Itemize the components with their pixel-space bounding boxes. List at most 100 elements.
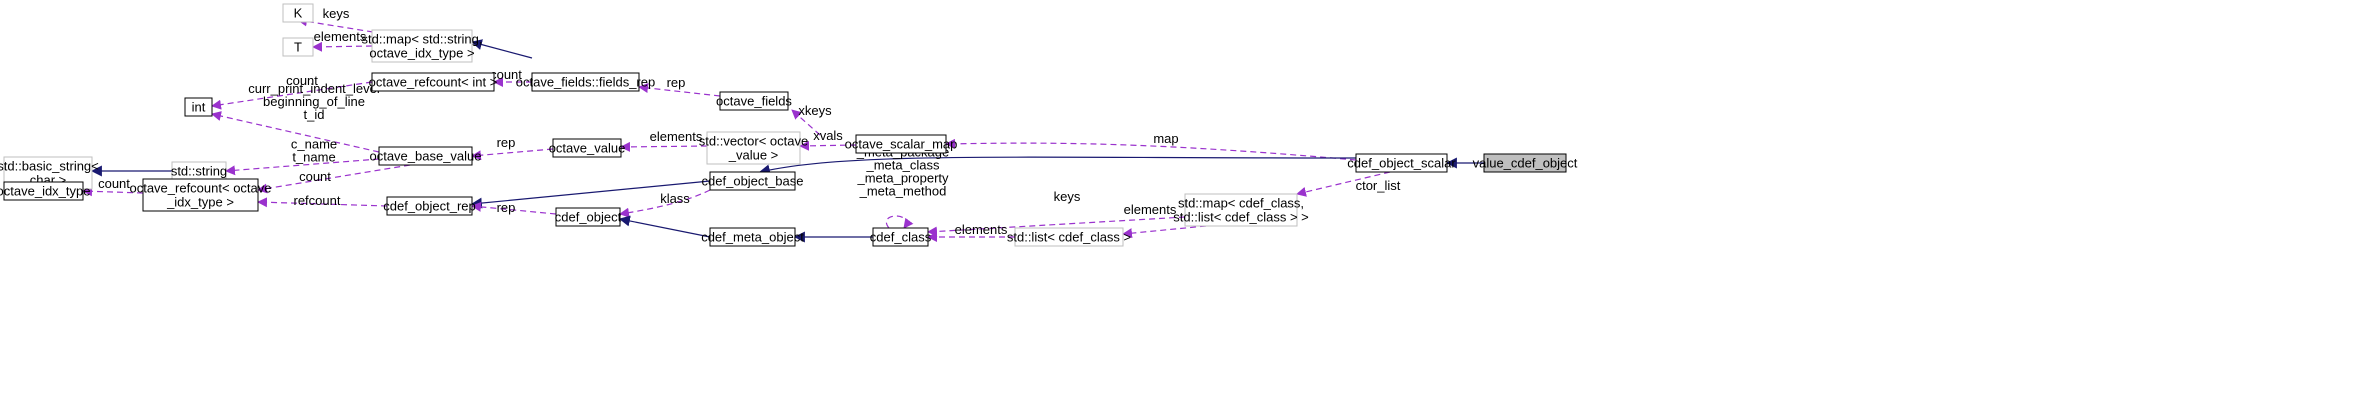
inheritance-edge-27 [758, 156, 1357, 176]
class-node-label: _value > [728, 148, 779, 163]
class-node-int[interactable]: int [184, 97, 213, 117]
class-node-list-cc[interactable]: std::list< cdef_class > [1007, 227, 1131, 247]
edge-label-keys-top: keys [323, 6, 350, 21]
class-node-label: cdef_object_base [702, 174, 804, 189]
class-node-cdef-object-base[interactable]: cdef_object_base [702, 171, 804, 191]
usage-edge-13 [257, 164, 411, 194]
class-node-cdef-meta-object[interactable]: cdef_meta_object [701, 227, 804, 247]
class-node-label: octave_refcount< octave [129, 181, 271, 196]
inheritance-edge-19 [618, 215, 711, 238]
class-node-map-cc[interactable]: std::map< cdef_class,std::list< cdef_cla… [1173, 193, 1309, 227]
edge-label-rep-fields: rep [667, 75, 686, 90]
class-node-label: std::string [171, 164, 227, 179]
inheritance-edge-2 [470, 39, 533, 59]
usage-edge-23 [1122, 225, 1207, 239]
edge-label-print-indent-1: beginning_of_line [263, 94, 365, 109]
usage-edge-14 [82, 186, 144, 197]
class-node-octave-scalar-map[interactable]: octave_scalar_map [845, 134, 958, 154]
class-node-label: std::map< std::string, [361, 32, 482, 47]
edge-label-rep-obj: rep [497, 200, 516, 215]
class-node-octave-idx-type[interactable]: octave_idx_type [0, 181, 90, 201]
usage-edge-11 [620, 141, 708, 152]
inheritance-edge-16 [470, 180, 711, 209]
usage-edge-22 [927, 216, 1186, 237]
class-node-vector-ov[interactable]: std::vector< octave_value > [699, 131, 808, 165]
class-node-octave-base-value[interactable]: octave_base_value [369, 146, 482, 166]
edge-label-meta-self-2: _meta_property [856, 171, 949, 186]
class-node-label: value_cdef_object [1473, 156, 1578, 171]
edge-label-count-refint: count [286, 73, 318, 88]
edge-label-elements-map: elements [1124, 202, 1177, 217]
edge-label-names-1: t_name [292, 150, 335, 165]
class-node-cdef-object-scalar[interactable]: cdef_object_scalar [1347, 153, 1456, 173]
usage-edge-6 [791, 109, 821, 136]
edge-label-print-indent-2: t_id [304, 107, 325, 122]
edge-label-elements-top: elements [314, 29, 367, 44]
class-node-label: _idx_type > [166, 195, 234, 210]
usage-edge-24 [885, 215, 914, 229]
edge-label-print-indent-0: curr_print_indent_level [248, 81, 380, 96]
class-node-label: std::list< cdef_class > > [1173, 210, 1308, 225]
edge-label-count-idx: count [98, 176, 130, 191]
class-node-label: octave_scalar_map [845, 137, 958, 152]
class-node-octave-fields[interactable]: octave_fields [716, 91, 792, 111]
edge-label-rep-ov: rep [497, 135, 516, 150]
edge-label-elements-list: elements [955, 222, 1008, 237]
edge-label-xkeys: xkeys [798, 103, 832, 118]
edge-label-count-obv: count [299, 169, 331, 184]
usage-edge-7 [211, 111, 380, 153]
class-node-value-cdef-object[interactable]: value_cdef_object [1473, 153, 1578, 173]
edge-label-map: map [1153, 131, 1178, 146]
edge-label-xvals: xvals [813, 128, 843, 143]
class-node-label: octave_fields [716, 94, 792, 109]
class-node-label: cdef_class [870, 230, 932, 245]
class-node-label: std::basic_string< [0, 159, 99, 174]
class-node-label: int [192, 100, 206, 115]
class-node-label: std::list< cdef_class > [1007, 230, 1131, 245]
edge-label-meta-self-3: _meta_method [859, 184, 947, 199]
class-node-refcount-idx[interactable]: octave_refcount< octave_idx_type > [129, 178, 272, 212]
class-node-label: cdef_object [555, 210, 622, 225]
class-node-label: std::map< cdef_class, [1178, 196, 1304, 211]
usage-edge-8 [225, 158, 380, 176]
edges [82, 16, 1484, 243]
class-node-label: octave_refcount< int > [369, 75, 498, 90]
usage-edge-4 [211, 81, 373, 110]
class-node-std-string[interactable]: std::string [171, 161, 227, 181]
usage-edge-5 [638, 83, 721, 97]
edge-label-elements-vec: elements [650, 129, 703, 144]
edge-label-keys-cc: keys [1054, 189, 1081, 204]
class-node-label: cdef_object_rep [383, 199, 476, 214]
class-node-K[interactable]: K [282, 3, 314, 23]
edge-label-count-fields: count [490, 67, 522, 82]
usage-edge-25 [945, 138, 1357, 161]
edge-labels: keys elements count count rep xkeys curr_print… [98, 6, 1401, 237]
usage-edge-18 [619, 189, 711, 218]
edge-label-ctor-list: ctor_list [1356, 178, 1401, 193]
class-node-fields-rep[interactable]: octave_fields::fields_rep [516, 72, 655, 92]
class-node-octave-value[interactable]: octave_value [549, 138, 626, 158]
class-node-cdef-object[interactable]: cdef_object [555, 207, 622, 227]
usage-edge-15 [257, 197, 388, 208]
class-node-label: octave_base_value [369, 149, 481, 164]
class-node-label: T [294, 40, 302, 55]
edge-label-names-0: c_name [291, 137, 337, 152]
class-node-label: octave_idx_type > [369, 46, 474, 61]
edge-label-meta-self-1: _meta_class [866, 158, 940, 173]
class-node-cdef-class[interactable]: cdef_class [870, 227, 932, 247]
class-node-label: octave_fields::fields_rep [516, 75, 655, 90]
edge-label-refcount: refcount [294, 193, 341, 208]
class-node-label: cdef_meta_object [701, 230, 804, 245]
class-node-label: K [294, 6, 303, 21]
class-node-label: std::vector< octave [699, 134, 808, 149]
class-node-label: octave_idx_type [0, 184, 90, 199]
class-node-label: octave_value [549, 141, 626, 156]
usage-edge-17 [471, 201, 557, 215]
class-node-refcount-int[interactable]: octave_refcount< int > [369, 72, 498, 92]
class-node-T[interactable]: T [282, 37, 314, 57]
class-node-label: cdef_object_scalar [1347, 156, 1456, 171]
class-node-cdef-object-rep[interactable]: cdef_object_rep [383, 196, 476, 216]
class-node-map-str[interactable]: std::map< std::string,octave_idx_type > [361, 29, 483, 63]
